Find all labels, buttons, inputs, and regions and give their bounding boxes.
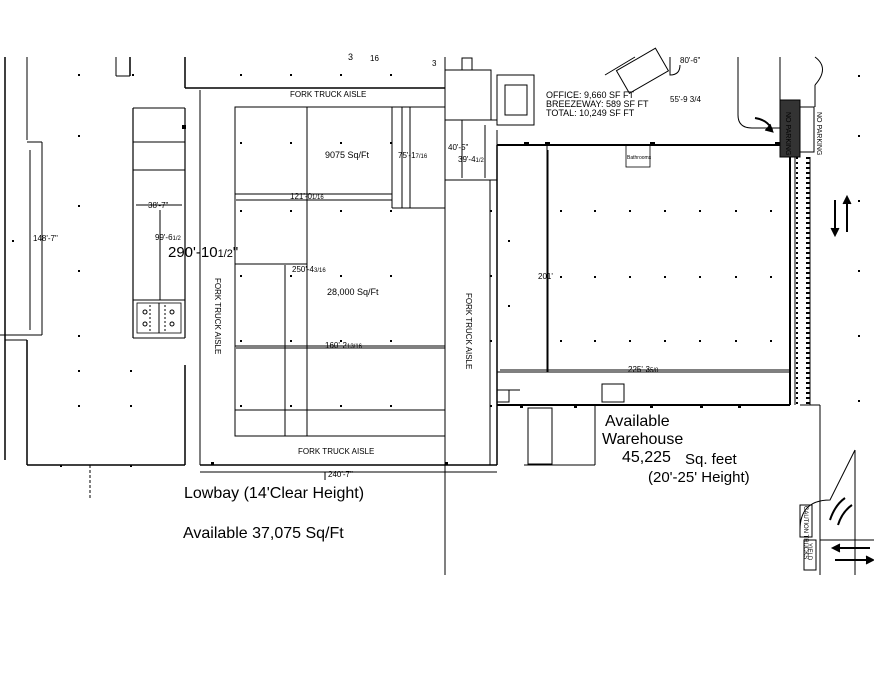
dim-250: 250'-43/16 <box>292 265 326 275</box>
dim-290: 290'-101/2" <box>168 244 239 261</box>
warehouse-available-label: Available <box>605 413 670 430</box>
office-area-label: OFFICE: 9,660 SF FT <box>546 90 635 100</box>
area-28000-label: 28,000 Sq/Ft <box>327 287 379 297</box>
top-cut-dim-2: 3 <box>432 59 437 68</box>
dim-40: 40'-5" <box>448 143 469 152</box>
no-parking-sign-1: NO PARKING <box>784 112 791 156</box>
lowbay-label: Lowbay (14'Clear Height) <box>184 485 365 502</box>
warehouse-height-label: (20'-25' Height) <box>648 469 750 486</box>
top-cut-dim: 3 <box>348 52 354 62</box>
total-area-label: TOTAL: 10,249 SF FT <box>546 108 635 118</box>
fork-aisle-right-label: FORK TRUCK AISLE <box>464 293 473 370</box>
office-dim: 55'-9 3/4 <box>670 95 701 104</box>
dim-75: 75'-17/16 <box>398 151 428 161</box>
dim-148: 148'-7" <box>33 234 58 243</box>
dim-39: 39'-41/2 <box>458 155 484 165</box>
area-9075-label: 9075 Sq/Ft <box>325 150 370 160</box>
dim-240: 240'-7" <box>328 470 353 479</box>
dim-160: 160'-213/16 <box>325 341 363 351</box>
bathroom-label: Bathrooms <box>627 155 652 161</box>
top-cut-dim-frac: 16 <box>370 54 379 63</box>
lowbay-available-label: Available 37,075 Sq/Ft <box>183 525 344 542</box>
caution-trucks-sign: CAUTION TRUCKS <box>802 506 808 560</box>
no-parking-sign-2: NO PARKING <box>815 112 822 156</box>
dim-225: 225'-35/8 <box>628 365 659 375</box>
top-right-dim: 80'-6" <box>680 56 701 65</box>
warehouse-sqft-value: 45,225 <box>622 449 671 466</box>
warehouse-label: Warehouse <box>602 431 684 448</box>
fork-aisle-bottom-label: FORK TRUCK AISLE <box>298 447 375 456</box>
yield-sign: YIELD <box>806 543 812 561</box>
dim-38: 38'-7" <box>148 201 169 210</box>
fork-aisle-left-label: FORK TRUCK AISLE <box>213 278 222 355</box>
dim-201: 201' <box>538 272 553 281</box>
dim-121: 121'-01/16 <box>290 192 324 202</box>
warehouse-sqft-unit: Sq. feet <box>685 451 737 468</box>
dim-99: 99'-61/2 <box>155 233 181 243</box>
breezeway-area-label: BREEZEWAY: 589 SF FT <box>546 99 649 109</box>
fork-aisle-top-label: FORK TRUCK AISLE <box>290 90 367 99</box>
